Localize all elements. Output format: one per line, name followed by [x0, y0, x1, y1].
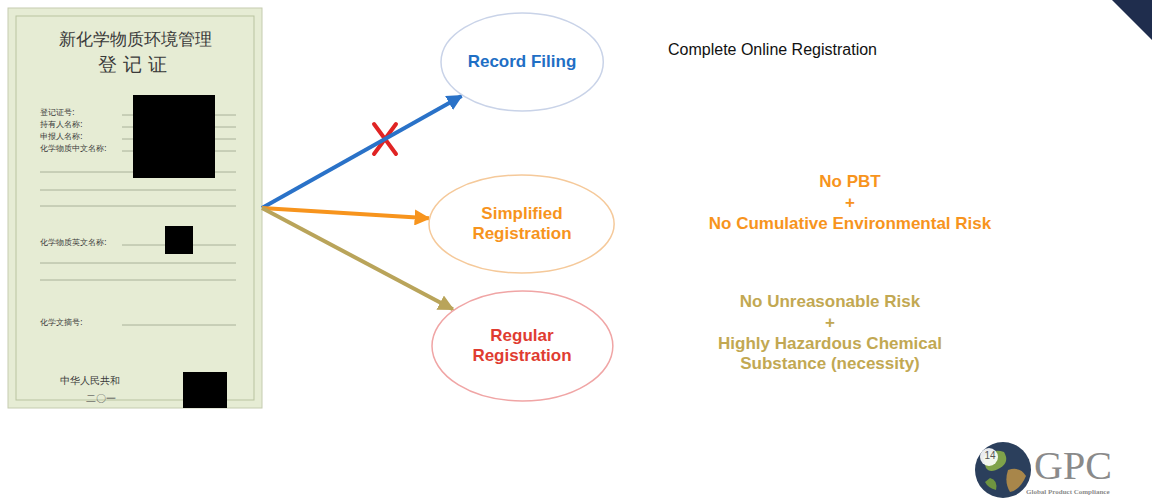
node-text-group: Simplified Registration: [454, 204, 589, 245]
certificate-text: 登记证号:: [40, 107, 75, 118]
ellipse-node: Regular Registration: [431, 290, 614, 402]
logo-text: GPC: [1034, 442, 1134, 490]
criterion-text: No Cumulative Environmental Risk: [630, 214, 1070, 234]
certificate-text: 化学物质英文名称:: [40, 237, 107, 248]
arrow-connector: [262, 208, 429, 218]
certificate-text: 化学物质中文名称:: [40, 143, 107, 154]
ellipse-node: Simplified Registration: [428, 174, 615, 274]
certificate: 新化学物质环境管理登记证登记证号:持有人名称:申报人名称:化学物质中文名称: 化学…: [8, 8, 262, 408]
certificate-text: 新化学物质环境管理: [8, 28, 262, 51]
plus-sign: +: [650, 193, 1050, 213]
logo-subtext: Global Product Compliance: [1026, 488, 1146, 496]
node-text-group: Regular Registration: [456, 326, 588, 367]
certificate-text: 登记证: [8, 52, 262, 78]
ellipse-node: Record Filing: [440, 12, 604, 112]
plus-sign: +: [690, 313, 970, 333]
arrow-connector: [262, 96, 462, 208]
node-label: Regular Registration: [456, 326, 588, 367]
certificate-text: 申报人名称:: [40, 131, 83, 142]
node-label: Simplified Registration: [454, 204, 589, 245]
certificate-text: 中华人民共和: [60, 374, 120, 388]
criterion-text: Highly Hazardous Chemical Substance (nec…: [690, 334, 970, 375]
globe-logo: [975, 442, 1031, 498]
certificate-image: [8, 8, 262, 408]
arrow-connector: [262, 208, 453, 309]
certificate-text: 化学文摘号:: [40, 317, 83, 328]
node-text-group: Record Filing: [463, 52, 581, 72]
node-label: Record Filing: [463, 52, 581, 72]
certificate-text: 二〇一: [86, 392, 116, 406]
certificate-text: 持有人名称:: [40, 119, 83, 130]
criterion-text: No PBT: [650, 172, 1050, 192]
page-number: 14: [980, 450, 1000, 462]
note-text: Complete Online Registration: [668, 40, 1048, 59]
criterion-text: No Unreasonable Risk: [690, 292, 970, 312]
corner-triangle: [1112, 0, 1152, 40]
